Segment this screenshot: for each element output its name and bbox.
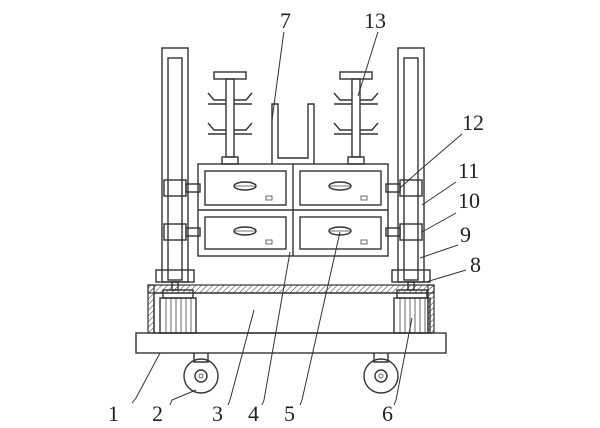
callout-leaders — [131, 31, 467, 406]
wheel-right — [363, 353, 399, 394]
left-column — [155, 47, 195, 291]
callout-8: 8 — [470, 252, 481, 277]
callout-2: 2 — [152, 401, 163, 426]
wheel-left — [183, 353, 219, 394]
motor-right — [393, 289, 431, 334]
hanger-right — [333, 71, 379, 165]
callout-11: 11 — [458, 158, 479, 183]
callout-3: 3 — [212, 401, 223, 426]
drawer-bottom-left — [204, 216, 287, 250]
drawer-cabinet — [197, 163, 389, 257]
callout-1: 1 — [108, 401, 119, 426]
hanger-left — [207, 71, 253, 165]
drawer-top-right — [299, 170, 382, 206]
callout-10: 10 — [458, 188, 480, 213]
callout-7: 7 — [280, 8, 291, 33]
frame-box — [147, 284, 435, 334]
callout-12: 12 — [462, 110, 484, 135]
slider-blocks — [163, 179, 423, 241]
drawer-bottom-right — [299, 216, 382, 250]
motor-left — [159, 289, 197, 334]
callout-13: 13 — [364, 8, 386, 33]
callout-4: 4 — [248, 401, 259, 426]
holder-bracket — [271, 103, 315, 164]
base-plate — [135, 332, 447, 354]
callout-6: 6 — [382, 401, 393, 426]
callout-5: 5 — [284, 401, 295, 426]
right-column — [391, 47, 431, 291]
drawer-top-left — [204, 170, 287, 206]
callout-9: 9 — [460, 222, 471, 247]
